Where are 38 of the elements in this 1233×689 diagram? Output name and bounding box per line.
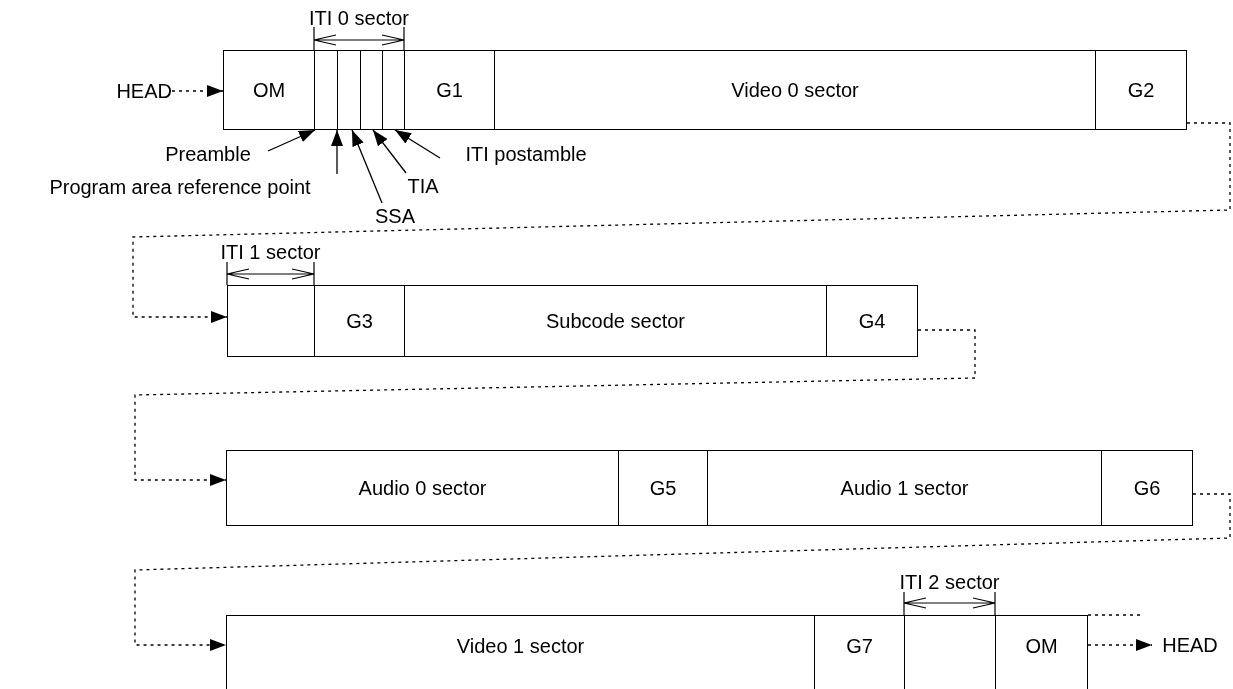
segment-box: Subcode sector bbox=[404, 285, 827, 357]
segment-box bbox=[314, 50, 338, 130]
callout-label: Preamble bbox=[148, 141, 268, 167]
callout-label: ITI postamble bbox=[440, 141, 612, 167]
segment-box: Video 0 sector bbox=[494, 50, 1096, 130]
head-label: HEAD bbox=[98, 78, 172, 104]
head-label: HEAD bbox=[1152, 632, 1228, 658]
leader-line bbox=[394, 129, 441, 159]
dotted-arrow bbox=[134, 493, 1231, 651]
dimension-label: ITI 0 sector bbox=[309, 8, 409, 28]
callout-label: TIA bbox=[398, 173, 448, 199]
leader-line bbox=[331, 129, 343, 175]
segment-box: Audio 0 sector bbox=[226, 450, 619, 526]
segment-box: G1 bbox=[404, 50, 495, 130]
segment-box: G4 bbox=[826, 285, 918, 357]
segment-box bbox=[360, 50, 383, 130]
segment-box bbox=[382, 50, 405, 130]
segment-box: OM bbox=[995, 615, 1088, 689]
segment-box bbox=[227, 285, 315, 357]
dotted-arrow bbox=[132, 122, 1231, 323]
segment-box: Audio 1 sector bbox=[707, 450, 1102, 526]
dimension-label: ITI 2 sector bbox=[899, 572, 1000, 592]
segment-box: G2 bbox=[1095, 50, 1187, 130]
segment-box: OM bbox=[223, 50, 315, 130]
callout-label: Program area reference point bbox=[4, 174, 356, 200]
leader-line bbox=[351, 129, 383, 204]
segment-box: G5 bbox=[618, 450, 708, 526]
segment-box bbox=[337, 50, 361, 130]
dotted-arrow bbox=[134, 329, 976, 486]
dimension-label: ITI 1 sector bbox=[220, 242, 321, 262]
dotted-arrow bbox=[1087, 639, 1153, 651]
segment-box: Video 1 sector bbox=[226, 615, 815, 689]
dotted-arrow bbox=[171, 85, 224, 97]
leader-line bbox=[372, 129, 407, 174]
segment-box: G6 bbox=[1101, 450, 1193, 526]
segment-box: G3 bbox=[314, 285, 405, 357]
callout-label: SSA bbox=[368, 203, 422, 229]
leader-line bbox=[267, 129, 316, 152]
